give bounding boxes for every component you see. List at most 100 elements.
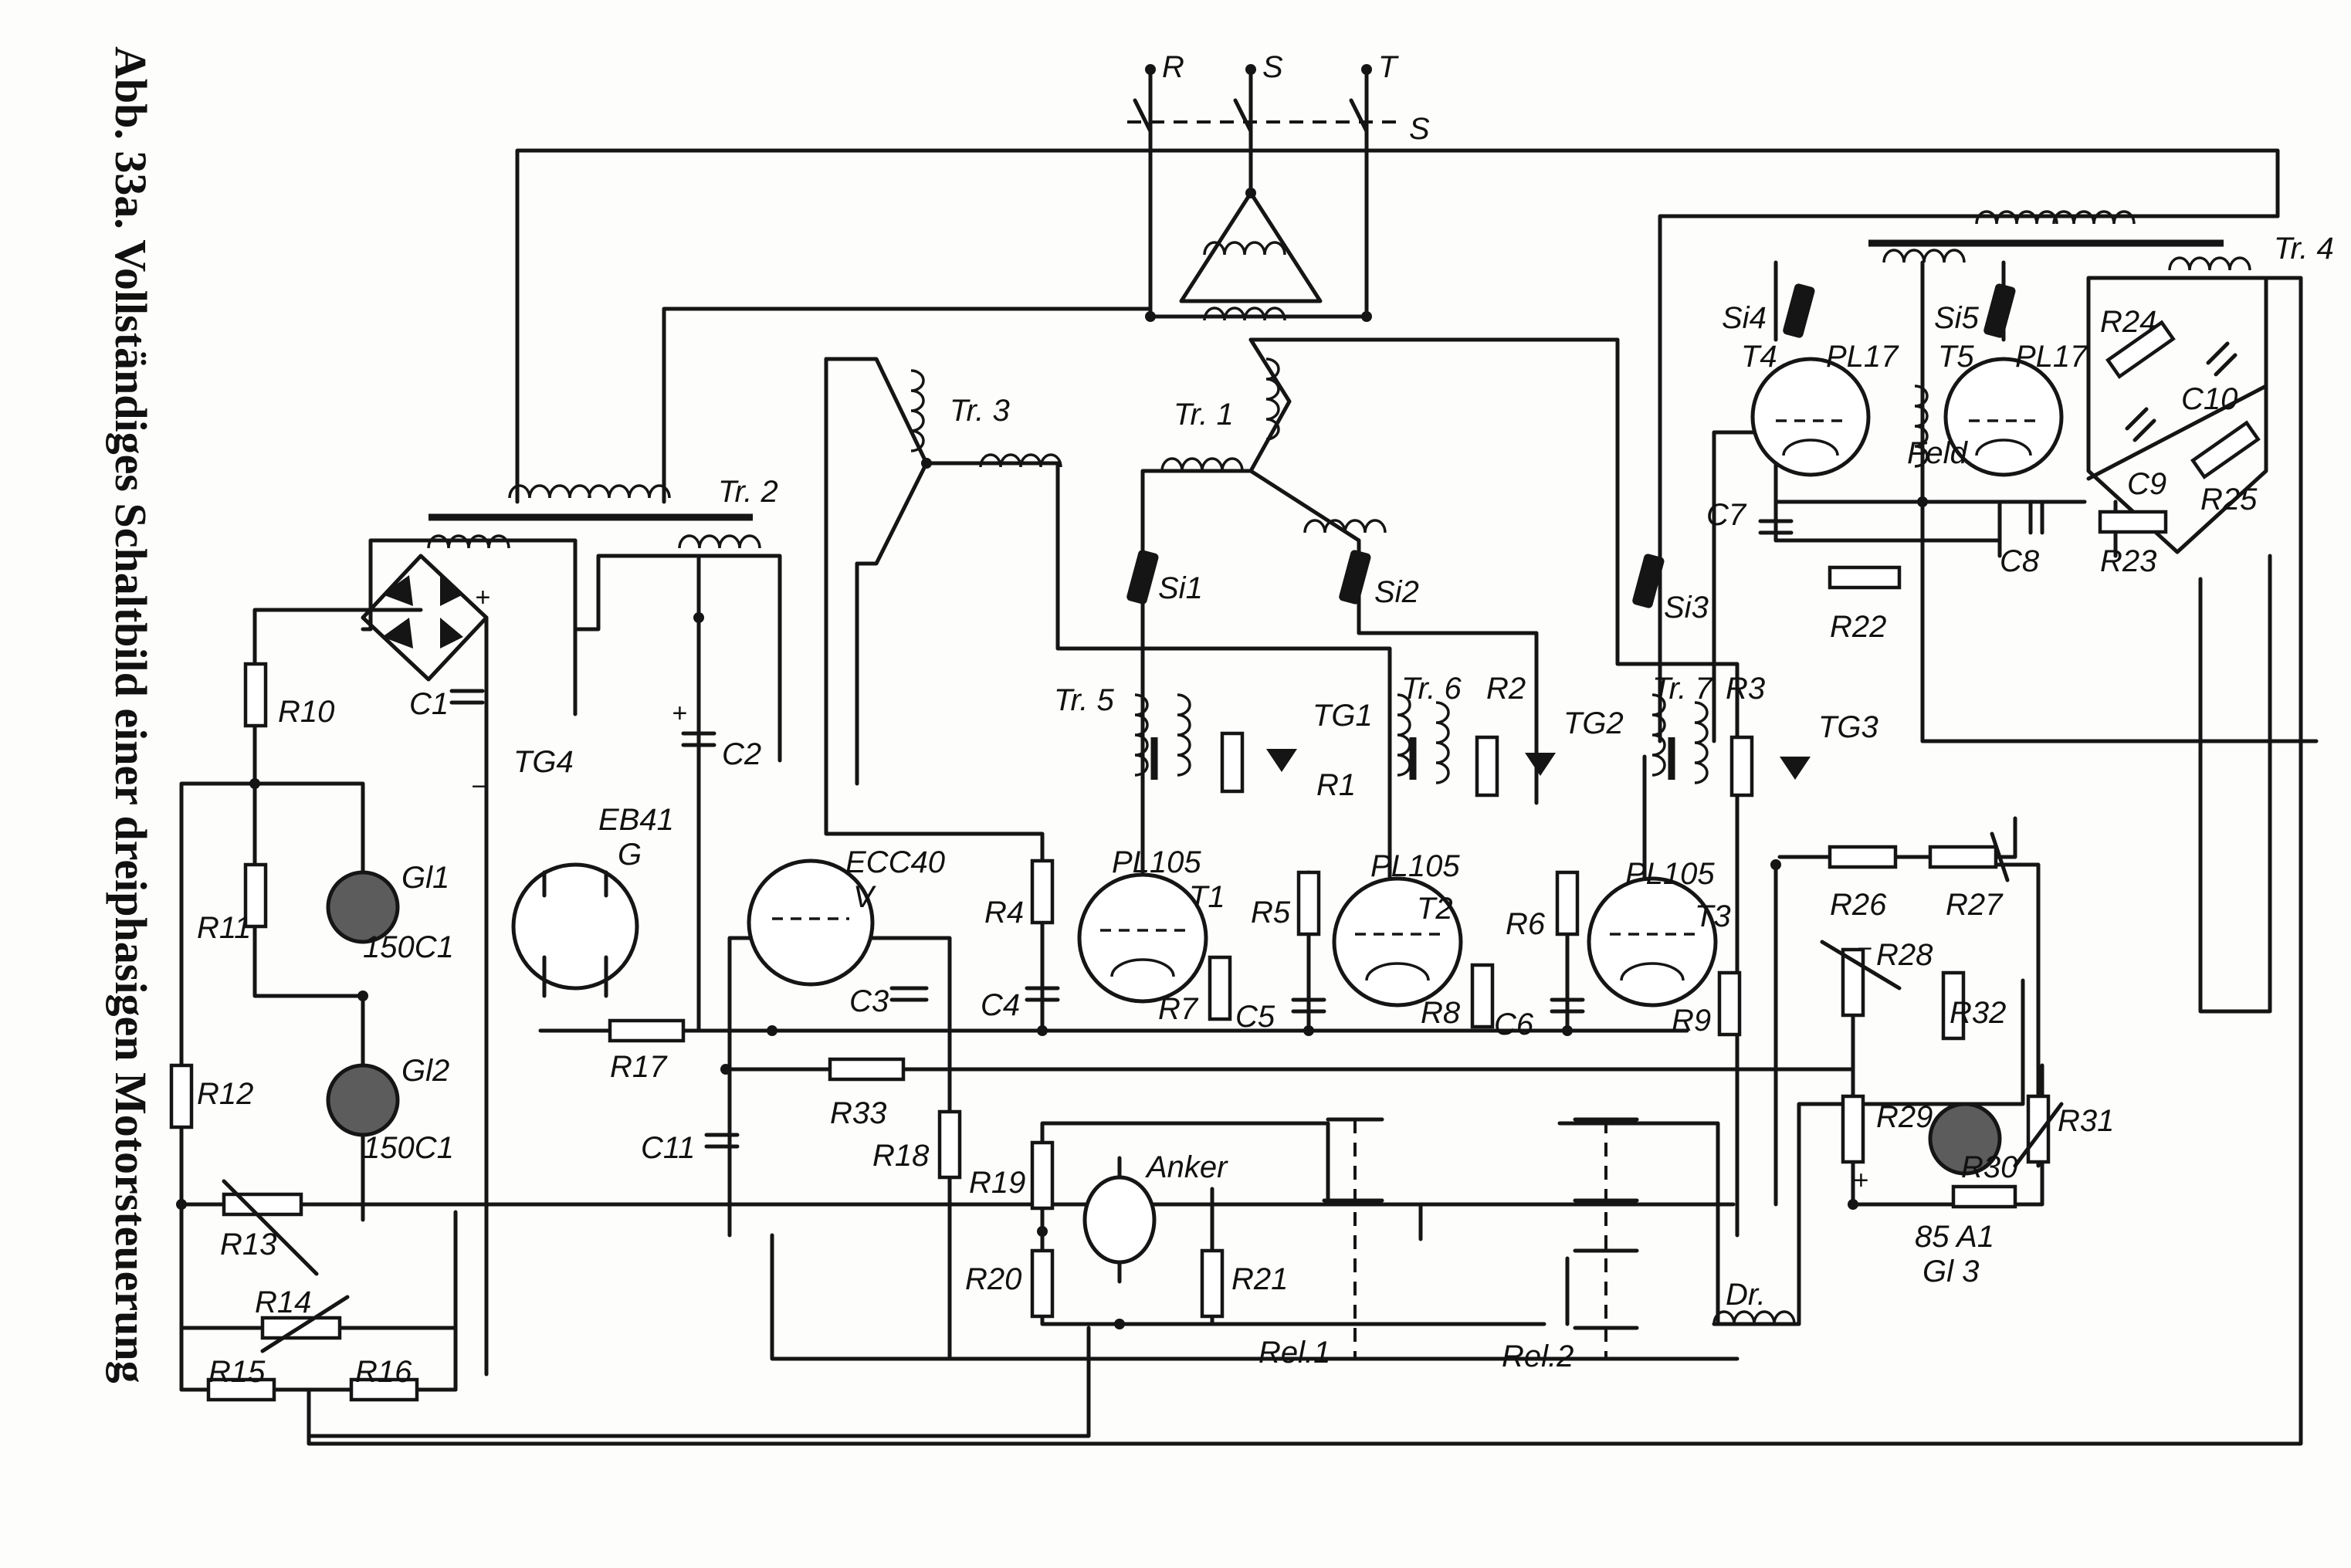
resistor-r19 bbox=[1030, 1140, 1055, 1211]
resistor-r8 bbox=[1470, 963, 1495, 1029]
label-c7: C7 bbox=[1706, 498, 1747, 532]
resistor-r1 bbox=[1220, 731, 1245, 794]
fuse-si2 bbox=[1339, 550, 1371, 605]
label-r22: R22 bbox=[1830, 610, 1886, 644]
label-dr: Dr. bbox=[1726, 1278, 1766, 1312]
label-plus-bridge: + bbox=[475, 583, 490, 612]
resistor-r7 bbox=[1208, 955, 1232, 1021]
label-mains-switch: S bbox=[1409, 112, 1430, 146]
resistors bbox=[169, 320, 2261, 1402]
tube-eb41 bbox=[511, 862, 639, 991]
tube-t5 bbox=[1943, 357, 2064, 477]
resistor-r22 bbox=[1828, 565, 1902, 590]
transformer-cores bbox=[429, 239, 2224, 780]
label-r25: R25 bbox=[2200, 483, 2258, 516]
label-r30: R30 bbox=[1961, 1150, 2017, 1184]
label-eb41-id: G bbox=[618, 838, 642, 872]
label-r19: R19 bbox=[969, 1166, 1025, 1200]
label-r27: R27 bbox=[1946, 888, 2004, 922]
resistor-r25 bbox=[2190, 420, 2261, 479]
resistor-r12 bbox=[169, 1063, 194, 1129]
resistor-r29 bbox=[1841, 1094, 1865, 1164]
label-r32: R32 bbox=[1950, 996, 2006, 1030]
label-plus-c2: + bbox=[672, 699, 687, 728]
tube-t1 bbox=[1077, 872, 1208, 1004]
label-si4: Si4 bbox=[1722, 301, 1767, 335]
label-r5: R5 bbox=[1251, 896, 1291, 930]
resistor-r9 bbox=[1717, 970, 1742, 1037]
label-anker: Anker bbox=[1145, 1150, 1228, 1184]
label-t5-id: T5 bbox=[1938, 340, 1974, 374]
fuse-si4 bbox=[1783, 283, 1815, 338]
label-r20: R20 bbox=[965, 1262, 1021, 1296]
label-si3: Si3 bbox=[1664, 591, 1709, 625]
label-si2: Si2 bbox=[1374, 575, 1419, 609]
junctions bbox=[176, 188, 1928, 1329]
label-tr7: Tr. 7 bbox=[1652, 672, 1714, 706]
label-tr3: Tr. 3 bbox=[950, 394, 1010, 428]
resistor-r24 bbox=[2105, 320, 2176, 379]
resistor-r17 bbox=[608, 1018, 686, 1043]
label-t4-id: T4 bbox=[1741, 340, 1777, 374]
labels: Tr. 2 Tr. 3 Tr. 1 Tr. 4 Tr. 5 Tr. 6 Tr. … bbox=[197, 232, 2334, 1389]
resistor-r6 bbox=[1555, 870, 1580, 936]
fuse-si1 bbox=[1126, 550, 1159, 605]
resistor-r15 bbox=[206, 1377, 276, 1402]
label-t2-type: PL105 bbox=[1370, 849, 1460, 883]
label-r6: R6 bbox=[1506, 907, 1546, 941]
label-r17: R17 bbox=[610, 1050, 668, 1084]
label-c5: C5 bbox=[1235, 1000, 1275, 1034]
fuse-si3 bbox=[1632, 554, 1665, 608]
label-c1: C1 bbox=[409, 687, 449, 721]
fuses bbox=[1126, 283, 2016, 608]
mains-switch: R S T S bbox=[1127, 50, 1430, 146]
resistor-r10 bbox=[243, 662, 268, 728]
resistor-r33 bbox=[828, 1057, 906, 1082]
label-r15: R15 bbox=[208, 1355, 266, 1389]
label-gl3-id: Gl 3 bbox=[1922, 1255, 1979, 1289]
capacitors bbox=[449, 341, 2238, 1149]
label-ecc40-type: ECC40 bbox=[845, 845, 945, 879]
label-gl1-id: Gl1 bbox=[401, 861, 449, 895]
label-r7: R7 bbox=[1158, 992, 1199, 1026]
resistor-r30 bbox=[1951, 1184, 2017, 1209]
label-r13: R13 bbox=[220, 1228, 276, 1262]
label-r12: R12 bbox=[197, 1077, 253, 1111]
label-r3: R3 bbox=[1726, 672, 1765, 706]
label-c3: C3 bbox=[849, 984, 889, 1018]
label-r29: R29 bbox=[1876, 1100, 1933, 1134]
label-tg1: TG1 bbox=[1313, 699, 1373, 733]
label-t3-type: PL105 bbox=[1625, 857, 1715, 891]
label-r16: R16 bbox=[355, 1355, 412, 1389]
label-t4-type: PL17 bbox=[1826, 340, 1899, 374]
tube-t4 bbox=[1750, 357, 1871, 477]
label-t3-id: T3 bbox=[1695, 899, 1731, 933]
label-r10: R10 bbox=[278, 695, 334, 729]
resistor-r20 bbox=[1030, 1248, 1055, 1319]
tubes bbox=[511, 357, 2064, 1008]
label-r28: R28 bbox=[1876, 938, 1933, 972]
diodes bbox=[382, 575, 1811, 780]
label-tr4: Tr. 4 bbox=[2274, 232, 2334, 266]
label-tg2: TG2 bbox=[1563, 706, 1624, 740]
label-r1: R1 bbox=[1316, 768, 1356, 802]
label-tr2: Tr. 2 bbox=[718, 475, 778, 509]
label-rel1: Rel.1 bbox=[1258, 1336, 1330, 1370]
label-c11: C11 bbox=[641, 1131, 695, 1165]
glow-tube-gl2 bbox=[326, 1063, 400, 1137]
label-r8: R8 bbox=[1421, 996, 1461, 1030]
label-r2: R2 bbox=[1486, 672, 1526, 706]
label-r4: R4 bbox=[984, 896, 1024, 930]
resistor-r14 bbox=[260, 1316, 342, 1340]
label-minus-r28: − bbox=[1857, 934, 1872, 963]
label-gl3-type: 85 A1 bbox=[1915, 1220, 1994, 1254]
label-mains-t: T bbox=[1378, 50, 1399, 84]
label-t1-type: PL105 bbox=[1112, 845, 1201, 879]
label-minus-bridge: − bbox=[471, 772, 486, 801]
label-c6: C6 bbox=[1494, 1008, 1534, 1041]
label-t5-type: PL17 bbox=[2015, 340, 2088, 374]
label-c4: C4 bbox=[981, 988, 1020, 1022]
label-tr5: Tr. 5 bbox=[1054, 683, 1115, 717]
label-c9: C9 bbox=[2127, 467, 2166, 501]
